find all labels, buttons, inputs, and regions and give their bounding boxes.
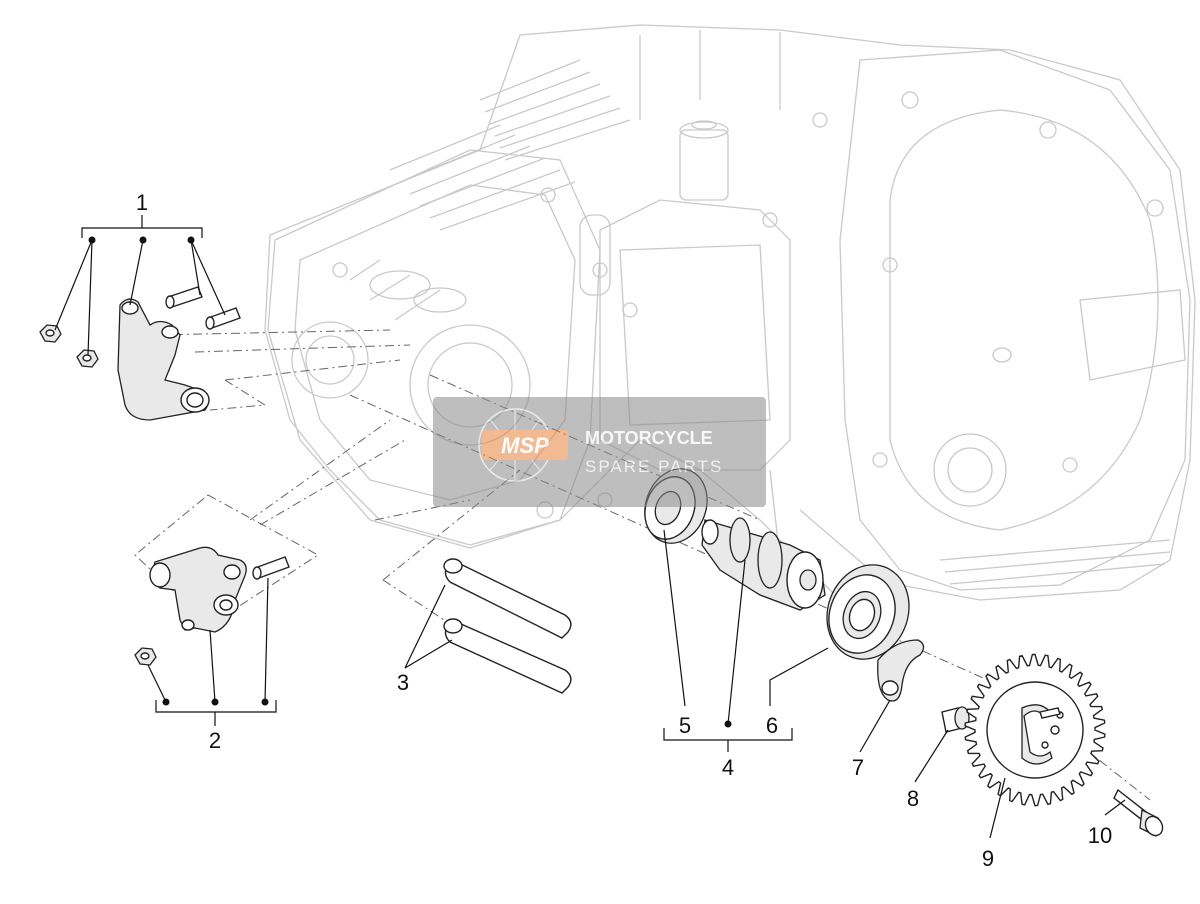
callout-5: 5 [679,713,691,738]
lead-8 [914,729,949,783]
part-rocker-arm-1[interactable] [39,286,241,421]
part-camshaft-4[interactable] [701,517,826,611]
part-adjust-screw-2[interactable] [252,556,290,580]
engine-outline [264,24,1196,601]
part-rocker-arm-2[interactable] [134,546,290,666]
part-sprocket-9[interactable] [964,653,1106,807]
watermark-line1: MOTORCYCLE [585,428,713,448]
part-adjust-screw-1a[interactable] [165,286,203,309]
callout-2: 2 [209,728,221,753]
watermark: MSP MOTORCYCLE SPARE PARTS [433,397,766,507]
callout-4: 4 [722,755,734,780]
watermark-logo: MSP [478,408,568,482]
part-decompressor-7[interactable] [877,639,925,702]
lead-3a [404,584,446,669]
watermark-logo-text: MSP [501,433,549,458]
part-nut-1a[interactable] [39,324,62,343]
callout-6: 6 [766,713,778,738]
lead-9 [989,777,1006,839]
lead-10 [1104,799,1126,816]
callout-1: 1 [136,190,148,215]
part-screw-8[interactable] [941,706,970,733]
part-rocker-shaft-a[interactable] [443,558,572,639]
part-nut-2[interactable] [134,647,157,666]
part-adjust-screw-1b[interactable] [205,307,241,330]
callout-8: 8 [907,786,919,811]
part-nut-1b[interactable] [76,349,99,368]
lead-3b [404,639,453,669]
part-bearing-6[interactable] [814,553,922,671]
callout-bracket-4 [663,529,829,752]
callout-9: 9 [982,846,994,871]
callout-3: 3 [397,670,409,695]
callout-bracket-1 [54,215,226,356]
part-rocker-shaft-b[interactable] [443,618,572,694]
lead-7 [859,699,891,753]
callout-10: 10 [1088,823,1112,848]
watermark-line2: SPARE PARTS [585,457,723,476]
part-bolt-10[interactable] [1113,788,1166,839]
callout-7: 7 [852,755,864,780]
callout-bracket-2 [147,577,277,726]
